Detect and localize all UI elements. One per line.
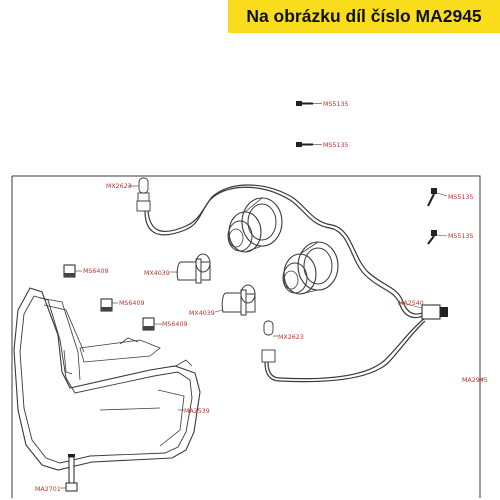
part-label-ma2701: MA2701 (35, 486, 61, 493)
bulb-mx2623-upper (128, 177, 151, 212)
wiring-harness-lower (267, 317, 426, 380)
banner-text: Na obrázku díl číslo MA2945 (246, 6, 482, 26)
part-label-ma2539: MA2539 (184, 408, 210, 415)
wiring-harness-upper (144, 186, 426, 319)
bulb-mx2623-lower (261, 320, 278, 363)
socket-ring-lower (282, 241, 339, 295)
assembly-frame (12, 175, 481, 498)
screw-ms5135-top-1 (296, 101, 322, 106)
socket-ring-upper (227, 197, 283, 253)
part-label-mx4039-1: MX4039 (144, 270, 170, 277)
headlight-housing-ma2539 (13, 287, 201, 471)
part-label-ms5135-4: MS5135 (448, 233, 473, 240)
wiring-harness-upper-2 (147, 184, 426, 315)
part-label-ms6409-3: MS6409 (162, 321, 187, 328)
part-label-mx2623-2: MX2623 (278, 334, 304, 341)
part-label-ms6409-2: MS6409 (119, 300, 144, 307)
part-label-ms6409-1: MS6409 (83, 268, 108, 275)
connector-ma2540 (397, 301, 448, 320)
headlight-bulb-mx4039-upper (170, 253, 211, 284)
clip-ms6409-2 (100, 298, 118, 312)
screw-ms5135-top-2 (296, 142, 322, 147)
headlight-bulb-mx4039-lower (214, 284, 256, 316)
part-label-ms5135-3: MS5135 (448, 194, 473, 201)
clip-ms6409-3 (142, 317, 162, 331)
screw-ms5135-right-2 (427, 230, 448, 245)
part-label-ms5135-2: MS5135 (323, 142, 348, 149)
part-label-mx2623-1: MX2623 (106, 183, 132, 190)
part-number-banner: Na obrázku díl číslo MA2945 (228, 0, 500, 33)
wiring-harness-lower-2 (264, 320, 426, 383)
part-label-ma2540: MA2540 (398, 300, 424, 307)
screw-ms5135-right-1 (427, 188, 448, 207)
screw-ma2701 (60, 454, 78, 492)
part-label-ma2945: MA2945 (462, 377, 488, 384)
clip-ms6409-1 (63, 264, 82, 278)
part-label-mx4039-2: MX4039 (189, 310, 215, 317)
part-label-ms5135-1: MS5135 (323, 101, 348, 108)
